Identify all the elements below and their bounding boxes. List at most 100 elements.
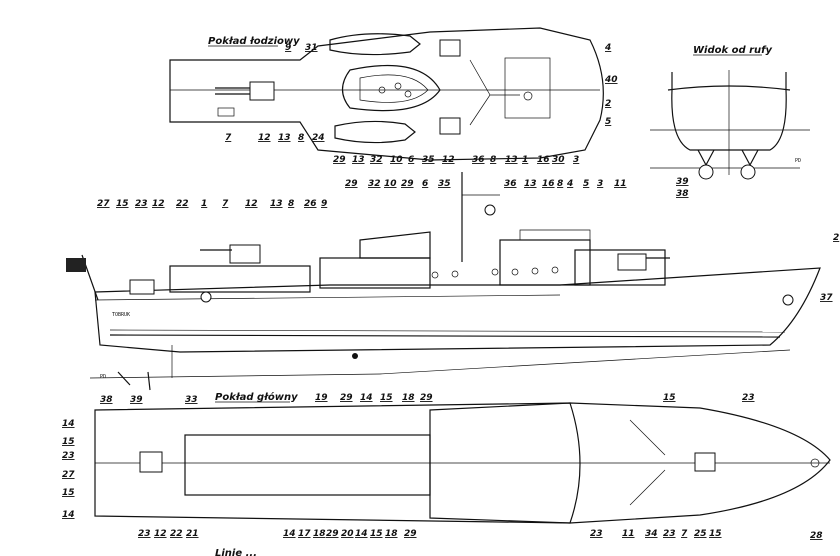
- callout-31: 31: [305, 43, 318, 53]
- callout-23e: 23: [663, 529, 676, 539]
- callout-12: 12: [154, 529, 167, 539]
- callout-28: 28: [810, 531, 823, 541]
- callout-13: 13: [278, 133, 291, 143]
- callout-2: 2: [833, 233, 839, 243]
- callout-27: 27: [97, 199, 110, 209]
- callout-36: 36: [504, 179, 517, 189]
- callout-6: 6: [422, 179, 428, 189]
- callout-11: 11: [614, 179, 627, 189]
- callout-15b: 15: [663, 393, 676, 403]
- callout-23d: 23: [590, 529, 603, 539]
- callout-26: 26: [304, 199, 317, 209]
- callout-8b: 8: [557, 179, 563, 189]
- callout-34: 34: [645, 529, 658, 539]
- callout-16: 16: [537, 155, 550, 165]
- callout-9: 9: [321, 199, 327, 209]
- callout-35: 35: [422, 155, 435, 165]
- callout-15c: 15: [62, 437, 75, 447]
- callout-23: 23: [742, 393, 755, 403]
- callout-15: 15: [116, 199, 129, 209]
- callout-7: 7: [681, 529, 688, 539]
- callout-24: 24: [312, 133, 325, 143]
- callout-19: 19: [315, 393, 328, 403]
- callout-23b: 23: [62, 451, 75, 461]
- callout-2: 2: [605, 99, 611, 109]
- callout-29b: 29: [420, 393, 433, 403]
- callout-29d: 29: [404, 529, 417, 539]
- callout-37: 37: [820, 293, 833, 303]
- callout-3: 3: [597, 179, 603, 189]
- callout-29: 29: [340, 393, 353, 403]
- callout-6: 6: [408, 155, 414, 165]
- callout-35: 35: [438, 179, 451, 189]
- callout-14c: 14: [62, 510, 75, 520]
- stern-view: Widok od rufy PD 39 38: [650, 45, 810, 199]
- callout-29c: 29: [326, 529, 339, 539]
- callout-39: 39: [676, 177, 689, 187]
- side-elevation: TOBRUK PD 27 15 23 12 22 1 7 12 13 8 26 …: [66, 172, 839, 405]
- callout-12: 12: [152, 199, 165, 209]
- callout-13c: 13: [505, 155, 518, 165]
- callout-8b: 8: [490, 155, 496, 165]
- callout-32: 32: [368, 179, 381, 189]
- callout-29b: 29: [401, 179, 414, 189]
- callout-13b: 13: [352, 155, 365, 165]
- callout-1: 1: [522, 155, 528, 165]
- callout-14b: 14: [62, 419, 75, 429]
- callout-8: 8: [288, 199, 294, 209]
- callout-12: 12: [258, 133, 271, 143]
- callout-14: 14: [360, 393, 373, 403]
- stern-waterline-mark: PD: [795, 158, 801, 164]
- callout-10: 10: [390, 155, 403, 165]
- callout-25: 25: [694, 529, 707, 539]
- callout-20: 20: [341, 529, 354, 539]
- callout-22: 22: [170, 529, 183, 539]
- callout-21: 21: [186, 529, 199, 539]
- callout-22: 22: [176, 199, 189, 209]
- callout-27: 27: [62, 470, 75, 480]
- callout-14e: 14: [355, 529, 368, 539]
- ship-name: TOBRUK: [112, 312, 130, 318]
- callout-23: 23: [135, 199, 148, 209]
- main-deck-title: Pokład główny: [215, 391, 298, 403]
- callout-8: 8: [298, 133, 304, 143]
- callout-3: 3: [573, 155, 579, 165]
- stern-view-title: Widok od rufy: [693, 45, 773, 56]
- boat-deck-title: Pokład łodziowy: [208, 36, 300, 47]
- callout-39: 39: [130, 395, 143, 405]
- callout-4: 4: [604, 43, 611, 53]
- callout-38: 38: [100, 395, 113, 405]
- callout-14d: 14: [283, 529, 296, 539]
- callout-7: 7: [225, 133, 232, 143]
- callout-13b: 13: [524, 179, 537, 189]
- callout-33: 33: [185, 395, 198, 405]
- callout-4: 4: [566, 179, 573, 189]
- callout-5: 5: [583, 179, 589, 189]
- side-waterline-mark: PD: [100, 374, 106, 380]
- callout-5: 5: [605, 117, 611, 127]
- callout-32: 32: [370, 155, 383, 165]
- callout-13: 13: [270, 199, 283, 209]
- main-deck-plan: Pokład główny 19 29 14 15 18 29 15 23 14…: [62, 391, 831, 556]
- callout-12b: 12: [245, 199, 258, 209]
- callout-30: 30: [552, 155, 565, 165]
- boat-deck-plan: Pokład łodziowy 9 31 4 40 2 5 7 12 13 8 …: [169, 27, 618, 165]
- callout-16: 16: [542, 179, 555, 189]
- callout-9: 9: [285, 43, 291, 53]
- bottom-partial-title: Linie ...: [215, 548, 257, 556]
- callout-18: 18: [402, 393, 415, 403]
- callout-1: 1: [201, 199, 207, 209]
- callout-15: 15: [380, 393, 393, 403]
- callout-15f: 15: [709, 529, 722, 539]
- callout-15e: 15: [370, 529, 383, 539]
- callout-12b: 12: [442, 155, 455, 165]
- callout-38: 38: [676, 189, 689, 199]
- callout-23c: 23: [138, 529, 151, 539]
- callout-40: 40: [604, 75, 618, 85]
- callout-11: 11: [622, 529, 635, 539]
- callout-17: 17: [298, 529, 311, 539]
- callout-36: 36: [472, 155, 485, 165]
- callout-18c: 18: [385, 529, 398, 539]
- callout-18b: 18: [313, 529, 326, 539]
